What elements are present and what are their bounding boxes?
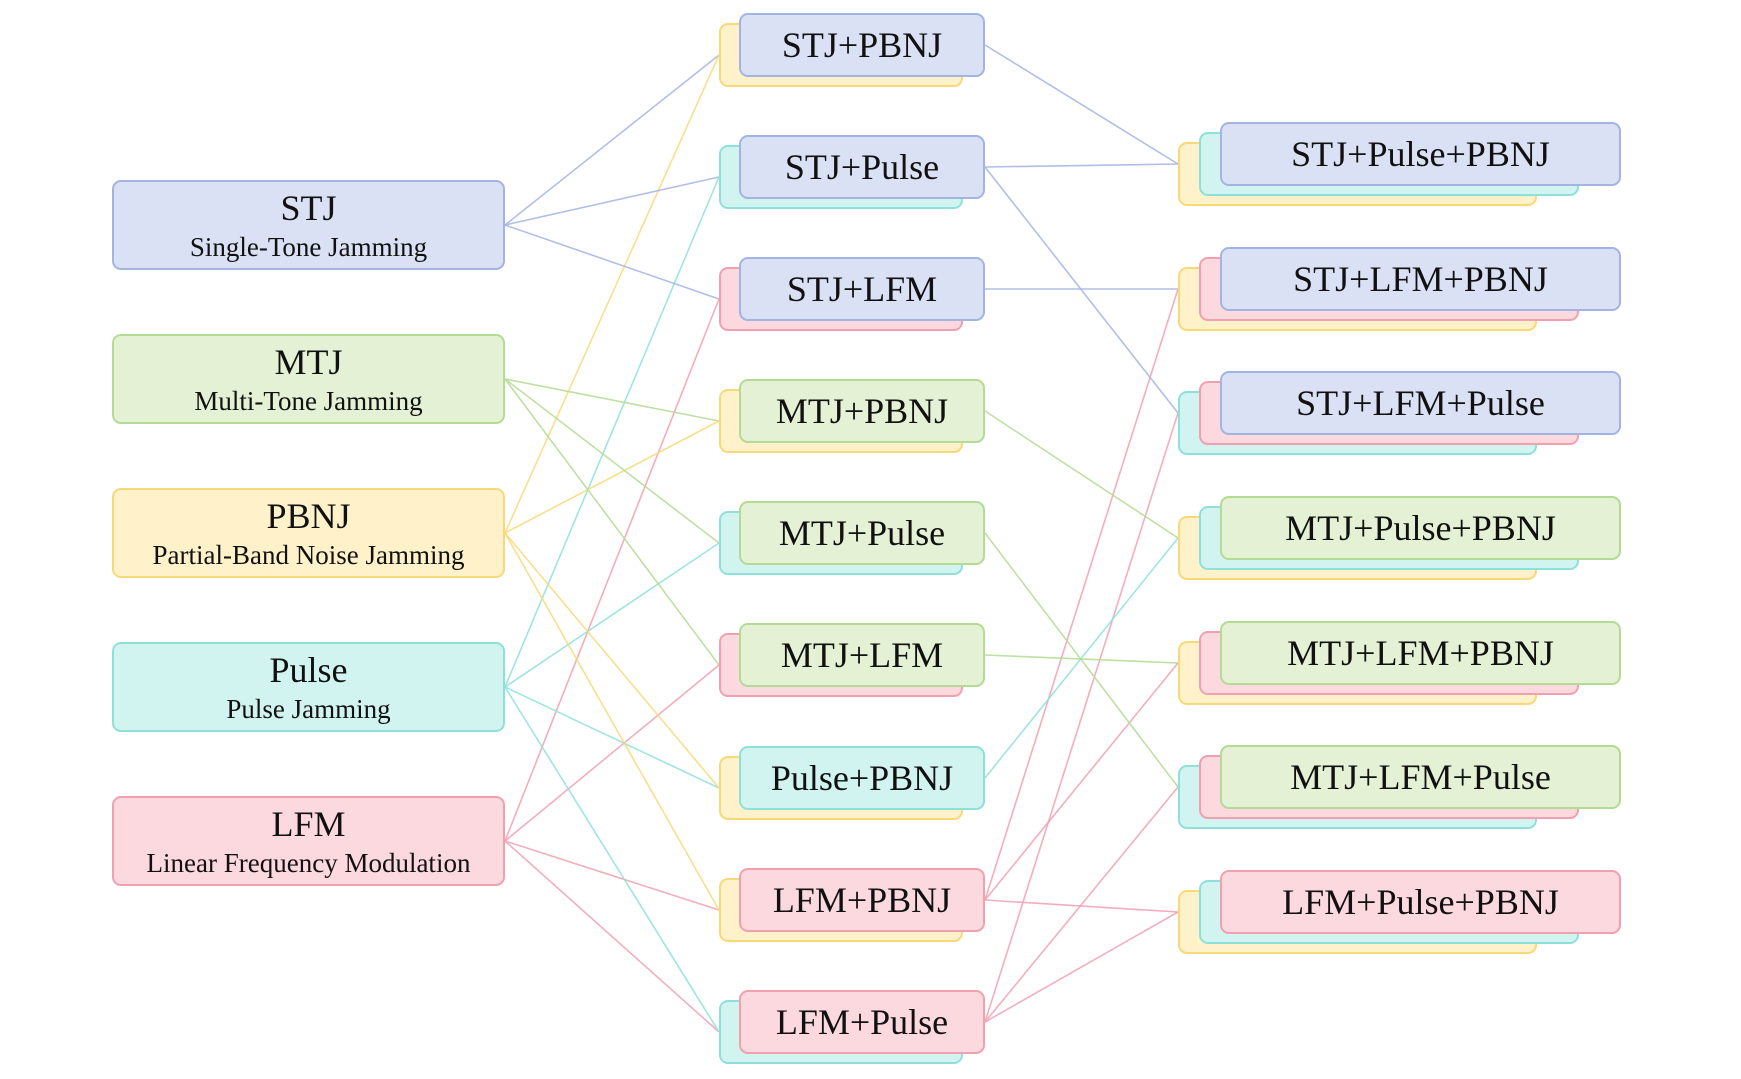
- single-label: STJ: [280, 187, 337, 228]
- triple-label: STJ+LFM+Pulse: [1296, 383, 1545, 423]
- single-subtitle: Linear Frequency Modulation: [146, 847, 471, 878]
- line-lfm-pulse-to-stj-lfm-pulse: [984, 412, 1179, 1023]
- triple-label: LFM+Pulse+PBNJ: [1282, 882, 1559, 922]
- pair-box-lfm-pbnj: LFM+PBNJ: [739, 868, 985, 932]
- line-lfm-pbnj-to-stj-lfm-pbnj: [984, 288, 1179, 901]
- pair-label: LFM+PBNJ: [772, 880, 952, 920]
- single-subtitle: Partial-Band Noise Jamming: [152, 539, 465, 570]
- line-pbnj-to-lfm-pbnj: [504, 532, 720, 911]
- line-lfm-to-lfm-pbnj: [504, 840, 720, 911]
- pair-label: STJ+PBNJ: [781, 25, 943, 65]
- pair-label: MTJ+Pulse: [778, 513, 946, 553]
- line-pulse-to-pulse-pbnj: [504, 686, 720, 789]
- line-lfm-pulse-to-mtj-lfm-pulse: [984, 786, 1179, 1023]
- line-stj-pbnj-to-stj-pulse-pbnj: [984, 44, 1179, 165]
- pair-box-stj-lfm: STJ+LFM: [739, 257, 985, 321]
- triple-label: MTJ+LFM+PBNJ: [1287, 633, 1554, 673]
- line-stj-to-stj-pbnj: [504, 54, 720, 226]
- line-lfm-to-stj-lfm: [504, 298, 720, 842]
- line-mtj-to-mtj-pbnj: [504, 378, 720, 422]
- line-lfm-pbnj-to-mtj-lfm-pbnj: [984, 662, 1179, 901]
- pair-box-mtj-pulse: MTJ+Pulse: [739, 501, 985, 565]
- line-lfm-pulse-to-lfm-pulse-pbnj: [984, 911, 1179, 1023]
- pair-box-stj-pulse: STJ+Pulse: [739, 135, 985, 199]
- line-pbnj-to-pulse-pbnj: [504, 532, 720, 789]
- line-pbnj-to-mtj-pbnj: [504, 420, 720, 534]
- triple-box-mtj-pulse-pbnj: MTJ+Pulse+PBNJ: [1220, 496, 1621, 560]
- pair-box-mtj-lfm: MTJ+LFM: [739, 623, 985, 687]
- pair-label: LFM+Pulse: [775, 1002, 949, 1042]
- line-mtj-to-mtj-pulse: [504, 378, 720, 544]
- triple-label: STJ+LFM+PBNJ: [1293, 259, 1548, 299]
- line-pulse-pbnj-to-mtj-pulse-pbnj: [984, 537, 1179, 779]
- pair-label: MTJ+LFM: [780, 635, 944, 675]
- single-label: PBNJ: [266, 495, 351, 536]
- triple-box-mtj-lfm-pulse: MTJ+LFM+Pulse: [1220, 745, 1621, 809]
- single-label: MTJ: [274, 341, 343, 382]
- pair-label: MTJ+PBNJ: [775, 391, 949, 431]
- pair-box-stj-pbnj: STJ+PBNJ: [739, 13, 985, 77]
- line-lfm-pbnj-to-lfm-pulse-pbnj: [984, 899, 1179, 913]
- line-mtj-to-mtj-lfm: [504, 378, 720, 666]
- single-subtitle: Single-Tone Jamming: [189, 231, 428, 262]
- line-stj-pulse-to-stj-pulse-pbnj: [984, 163, 1179, 168]
- pair-label: STJ+LFM: [786, 269, 938, 309]
- line-pulse-to-lfm-pulse: [504, 686, 720, 1033]
- pair-box-lfm-pulse: LFM+Pulse: [739, 990, 985, 1054]
- line-mtj-pbnj-to-mtj-pulse-pbnj: [984, 410, 1179, 539]
- triple-label: STJ+Pulse+PBNJ: [1291, 134, 1550, 174]
- triple-label: MTJ+LFM+Pulse: [1290, 757, 1551, 797]
- triple-box-stj-lfm-pulse: STJ+LFM+Pulse: [1220, 371, 1621, 435]
- line-mtj-pulse-to-mtj-lfm-pulse: [984, 532, 1179, 788]
- single-label: LFM: [271, 803, 346, 844]
- line-stj-pulse-to-stj-lfm-pulse: [984, 166, 1179, 414]
- line-stj-to-stj-pulse: [504, 176, 720, 226]
- pair-box-mtj-pbnj: MTJ+PBNJ: [739, 379, 985, 443]
- line-stj-to-stj-lfm: [504, 224, 720, 300]
- triple-box-stj-pulse-pbnj: STJ+Pulse+PBNJ: [1220, 122, 1621, 186]
- pair-box-pulse-pbnj: Pulse+PBNJ: [739, 746, 985, 810]
- triple-label: MTJ+Pulse+PBNJ: [1285, 508, 1556, 548]
- line-pulse-to-stj-pulse: [504, 176, 720, 688]
- pair-label: Pulse+PBNJ: [770, 758, 954, 798]
- single-subtitle: Multi-Tone Jamming: [194, 385, 423, 416]
- triple-box-mtj-lfm-pbnj: MTJ+LFM+PBNJ: [1220, 621, 1621, 685]
- line-pulse-to-mtj-pulse: [504, 542, 720, 688]
- line-lfm-to-lfm-pulse: [504, 840, 720, 1033]
- single-subtitle: Pulse Jamming: [226, 693, 391, 724]
- triple-box-lfm-pulse-pbnj: LFM+Pulse+PBNJ: [1220, 870, 1621, 934]
- triple-box-stj-lfm-pbnj: STJ+LFM+PBNJ: [1220, 247, 1621, 311]
- line-lfm-to-mtj-lfm: [504, 664, 720, 842]
- pair-label: STJ+Pulse: [784, 147, 940, 187]
- single-label: Pulse: [269, 649, 348, 690]
- line-pbnj-to-stj-pbnj: [504, 54, 720, 534]
